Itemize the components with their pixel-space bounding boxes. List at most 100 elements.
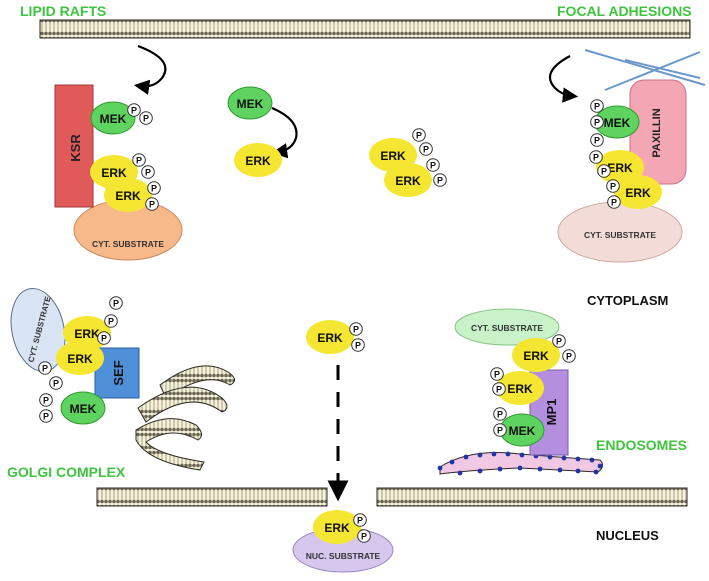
phosphate-group: P — [590, 133, 604, 147]
mek-free-label: MEK — [237, 97, 264, 111]
phosphate-label: P — [494, 370, 500, 380]
mek-ksr — [90, 101, 136, 135]
endosome-lipid-dots — [437, 451, 603, 476]
phosphate-group: P — [38, 361, 52, 375]
nuc-substrate-label: NUC. SUBSTRATE — [306, 551, 381, 561]
phosphate-group: P — [39, 393, 53, 407]
actin-filament-3 — [624, 59, 701, 79]
phosphate-group: P — [139, 111, 153, 125]
cytoplasm-label: CYTOPLASM — [587, 293, 669, 308]
phosphate-group: P — [357, 529, 371, 543]
cyt-substrate-ksr-label: CYT. SUBSTRATE — [92, 239, 164, 249]
erk-dimer-1-label: ERK — [380, 149, 406, 163]
phosphate-label: P — [594, 118, 600, 128]
phosphate-label: P — [149, 200, 155, 210]
mek-golgi-label: MEK — [70, 402, 97, 416]
sef-protein — [94, 347, 140, 399]
erk-paxillin-2 — [614, 175, 662, 209]
mek-golgi — [60, 391, 106, 425]
phosphate-group: P — [353, 513, 367, 527]
nuclear-envelope-right — [376, 487, 688, 507]
endosomes-label: ENDOSOMES — [596, 437, 688, 453]
phosphate-group: P — [132, 153, 146, 167]
focal-adhesions-label: FOCAL ADHESIONS — [557, 3, 692, 19]
phosphate-group: P — [49, 376, 63, 390]
ksr-label: KSR — [68, 134, 83, 162]
phosphate-label: P — [42, 364, 48, 374]
phosphate-label: P — [430, 161, 436, 171]
erk-ksr-2-label: ERK — [115, 189, 141, 203]
phosphate-group: P — [490, 367, 504, 381]
phosphate-label: P — [353, 325, 359, 335]
erk-translocating — [306, 320, 354, 354]
phosphate-label: P — [145, 168, 151, 178]
plasma-membrane — [39, 19, 691, 39]
erk-free-label: ERK — [245, 154, 271, 168]
phosphate-label: P — [101, 334, 107, 344]
phosphate-group: P — [351, 338, 365, 352]
phosphate-group: P — [590, 115, 604, 129]
erk-ksr-2 — [104, 178, 152, 212]
mek-paxillin-label: MEK — [604, 116, 631, 130]
golgi-cisterna-3 — [135, 418, 205, 471]
phosphate-group: P — [433, 173, 447, 187]
erk-paxillin-1-label: ERK — [607, 161, 633, 175]
phosphate-group: P — [492, 382, 506, 396]
phosphate-label: P — [43, 412, 49, 422]
phosphate-group: P — [39, 409, 53, 423]
erk-endosome-1 — [512, 338, 560, 372]
ksr-recruitment-arrow — [133, 44, 167, 95]
erk-endosome-2 — [496, 371, 544, 405]
phosphate-label: P — [131, 106, 137, 116]
phosphate-label: P — [108, 317, 114, 327]
phosphate-group: P — [127, 103, 141, 117]
phosphate-label: P — [136, 156, 142, 166]
phosphate-label: P — [497, 426, 503, 436]
erk-endosome-2-label: ERK — [507, 382, 533, 396]
cyt-substrate-paxillin-label: CYT. SUBSTRATE — [584, 230, 656, 240]
phosphate-label: P — [416, 131, 422, 141]
phosphate-label: P — [601, 167, 607, 177]
phosphate-label: P — [423, 145, 429, 155]
phosphate-group: P — [104, 314, 118, 328]
phosphate-label: P — [556, 337, 562, 347]
paxillin-label: PAXILLIN — [651, 108, 663, 157]
phosphate-label: P — [497, 410, 503, 420]
phosphate-label: P — [594, 136, 600, 146]
erk-ksr-1-label: ERK — [101, 166, 127, 180]
phosphate-label: P — [361, 532, 367, 542]
phosphate-label: P — [496, 385, 502, 395]
cyt-substrate-endosome — [454, 308, 560, 346]
phosphate-group: P — [493, 423, 507, 437]
golgi-complex-label: GOLGI COMPLEX — [7, 464, 126, 480]
ksr-protein — [54, 84, 94, 208]
phosphate-label: P — [151, 184, 157, 194]
phosphate-label: P — [143, 114, 149, 124]
mek-free — [227, 86, 273, 120]
mp1-label: MP1 — [544, 399, 559, 426]
erk-nuclear — [313, 510, 361, 544]
phosphate-label: P — [610, 182, 616, 192]
phosphate-group: P — [607, 195, 621, 209]
phosphate-group: P — [141, 165, 155, 179]
phosphate-label: P — [594, 102, 600, 112]
mek-to-erk-arrow — [271, 106, 298, 159]
erk-golgi-2-label: ERK — [67, 352, 93, 366]
phosphate-group: P — [552, 334, 566, 348]
sef-label: SEF — [111, 360, 126, 385]
phosphate-group: P — [349, 322, 363, 336]
erk-golgi-1-label: ERK — [74, 327, 100, 341]
phosphate-label: P — [593, 153, 599, 163]
phosphate-group: P — [426, 158, 440, 172]
phosphate-label: P — [355, 341, 361, 351]
erk-paxillin-2-label: ERK — [625, 186, 651, 200]
phosphate-group: P — [597, 164, 611, 178]
phosphate-group: P — [145, 197, 159, 211]
paxillin-recruitment-arrow — [548, 55, 579, 103]
phosphate-group: P — [97, 331, 111, 345]
phosphate-group: P — [493, 407, 507, 421]
erk-free — [234, 143, 282, 177]
phosphate-label: P — [611, 198, 617, 208]
